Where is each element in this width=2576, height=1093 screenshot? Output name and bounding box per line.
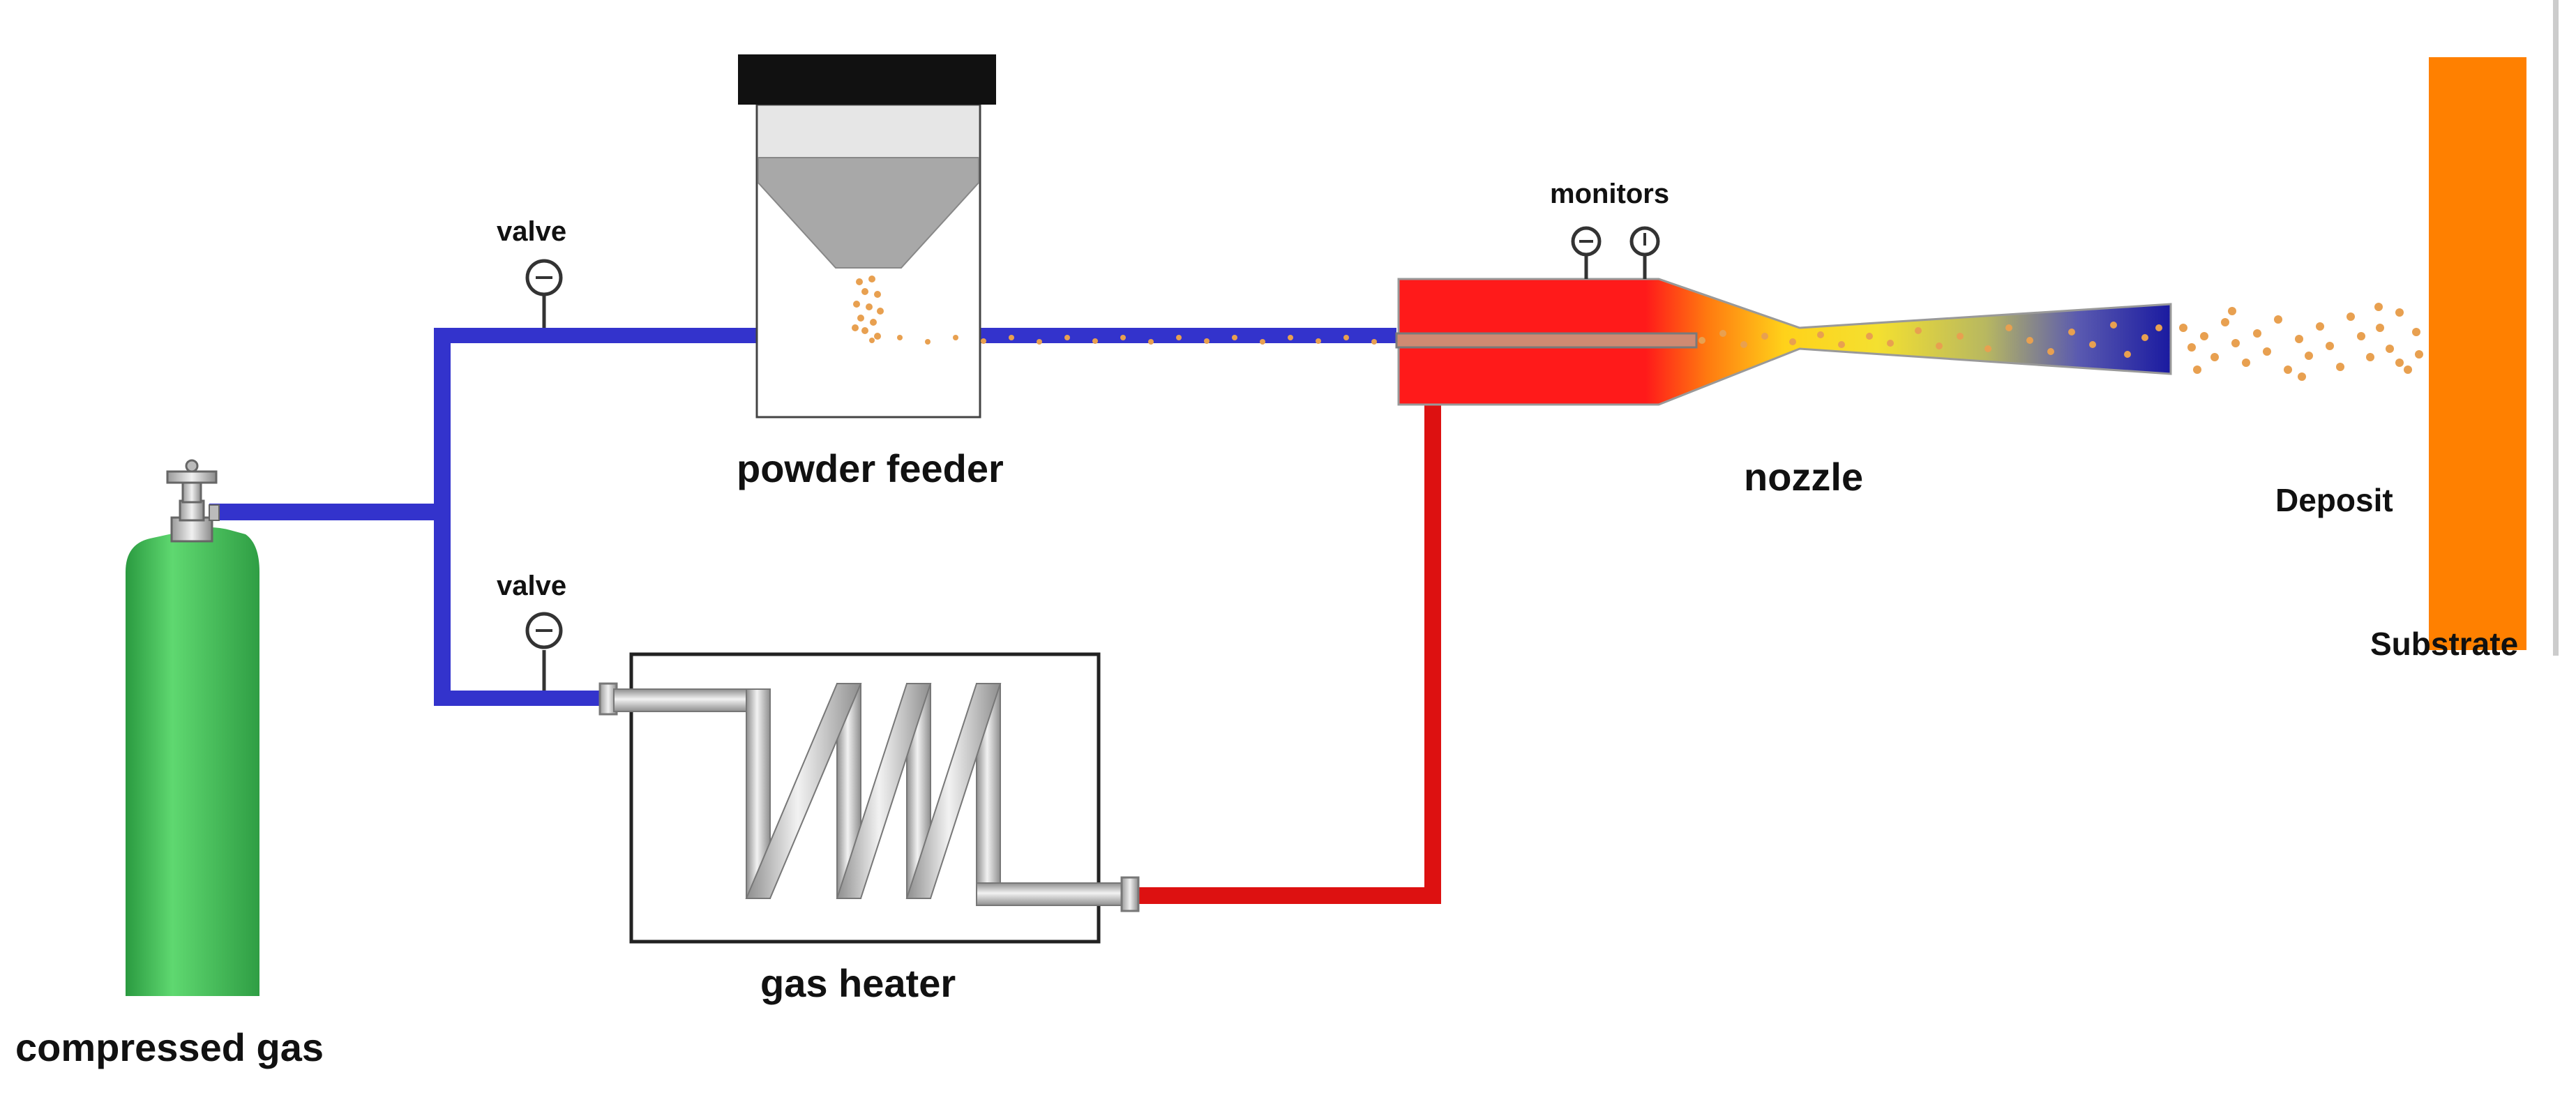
powder-feeder — [738, 54, 996, 419]
gas-heater — [598, 652, 1140, 944]
substrate — [2429, 0, 2559, 656]
nozzle-particles — [1698, 322, 2162, 358]
gas-cylinder — [126, 459, 259, 996]
valve-top-label: valve — [497, 216, 567, 247]
valve-bottom-icon — [525, 612, 563, 691]
spray-particles — [2179, 303, 2423, 381]
gas-heater-label: gas heater — [760, 961, 956, 1005]
powder-feeder-label: powder feeder — [737, 446, 1004, 490]
valve-bottom-label: valve — [497, 571, 567, 601]
monitor-gauge-left-icon — [1571, 226, 1602, 279]
feed-line-particles — [869, 335, 1377, 345]
hot-gas-line — [1122, 403, 1441, 904]
nozzle-label: nozzle — [1744, 455, 1864, 499]
monitor-gauge-right-icon — [1629, 226, 1660, 279]
compressed-gas-label: compressed gas — [15, 1025, 324, 1069]
monitors-label: monitors — [1550, 179, 1670, 209]
powder-stream — [852, 276, 884, 340]
valve-top-icon — [525, 259, 563, 328]
substrate-label: Substrate — [2370, 626, 2519, 662]
nozzle — [1395, 278, 2172, 406]
deposit-label: Deposit — [2275, 482, 2393, 518]
